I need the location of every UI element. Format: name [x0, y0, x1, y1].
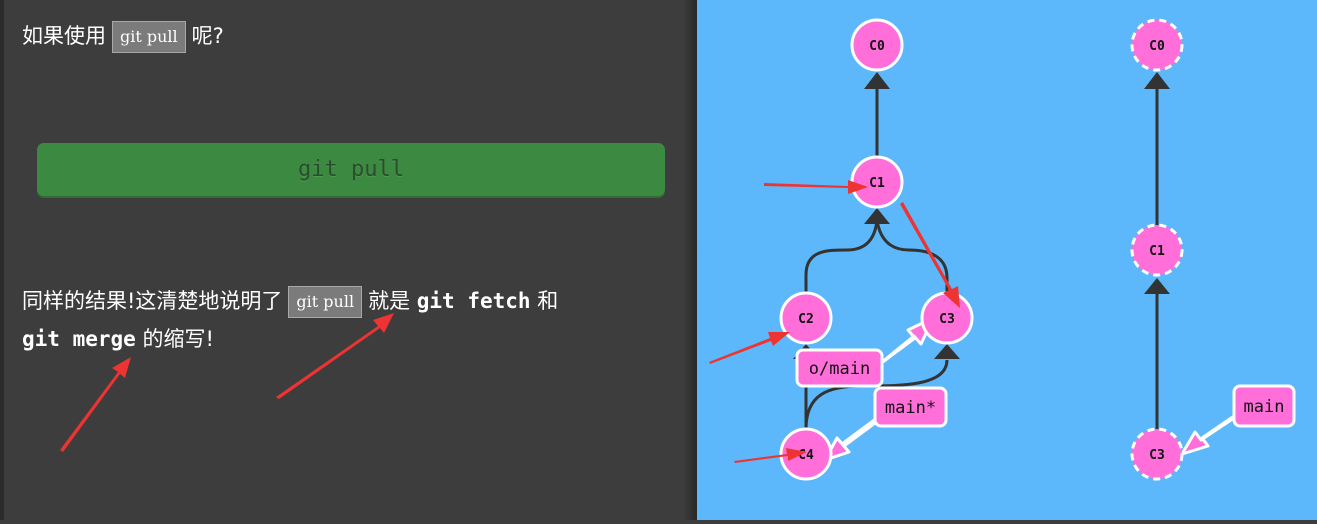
remote-edge-heads: [1144, 72, 1170, 294]
intro-text-end: 呢?: [191, 24, 224, 48]
remote-commit-c1[interactable]: C1: [1130, 223, 1184, 277]
git-visualization-panel: o/main main* main C0 C1 C2: [697, 0, 1317, 520]
conclusion-text-c: 和: [537, 289, 559, 313]
arrowhead-c0: [864, 72, 890, 89]
main-star-pointer: [823, 416, 881, 462]
commit-c4-label: C4: [798, 448, 814, 463]
conclusion-text-a: 同样的结果!这清楚地说明了: [22, 289, 283, 313]
commit-c4[interactable]: C4: [779, 427, 833, 481]
o-main-branch-tag: [795, 348, 884, 388]
remote-arrowhead-c0: [1144, 72, 1170, 89]
commit-c2[interactable]: C2: [779, 291, 833, 345]
commit-c1-label: C1: [869, 176, 885, 191]
remote-commits: C0 C1 C3: [1130, 18, 1184, 481]
commit-c2-label: C2: [798, 312, 814, 327]
git-merge-code: git merge: [22, 327, 136, 351]
remote-main-branch-tag: [1232, 384, 1296, 428]
commit-c3[interactable]: C3: [920, 291, 974, 345]
conclusion-text-b: 就是: [368, 289, 411, 313]
remote-commit-c3-label: C3: [1149, 448, 1165, 463]
remote-commit-c0[interactable]: C0: [1130, 18, 1184, 72]
remote-commit-c3[interactable]: C3: [1130, 427, 1184, 481]
edge-c3-c1: [875, 219, 949, 293]
remote-arrowhead-c1: [1144, 278, 1170, 294]
panel-divider-shadow: [683, 0, 697, 520]
git-fetch-code: git fetch: [416, 289, 531, 313]
remote-branch-pointers: main: [1180, 384, 1296, 456]
commit-c0[interactable]: C0: [850, 18, 904, 72]
edge-c2-c1: [804, 219, 879, 293]
remote-commit-c0-label: C0: [1149, 39, 1165, 54]
arrowhead-c1: [864, 208, 890, 224]
commit-c0-label: C0: [869, 39, 885, 54]
main-star-branch-label: main*: [885, 398, 936, 418]
main-star-branch-tag: [873, 386, 948, 428]
panel-edge: [0, 0, 4, 520]
commit-c3-label: C3: [939, 312, 955, 327]
arrowhead-c3: [934, 344, 960, 359]
conclusion-text-d: 的缩写!: [142, 327, 214, 351]
intro-text: 如果使用: [22, 24, 106, 48]
git-pull-chip-2: git pull: [288, 286, 363, 318]
o-main-branch-label: o/main: [809, 359, 870, 379]
remote-main-branch-label: main: [1244, 397, 1285, 417]
remote-main-pointer: [1180, 412, 1239, 456]
git-pull-run-button[interactable]: git pull: [37, 143, 665, 196]
commit-c1[interactable]: C1: [850, 155, 904, 209]
commit-graph: o/main main* main C0 C1 C2: [779, 18, 1296, 481]
git-pull-chip: git pull: [112, 21, 186, 53]
remote-commit-c1-label: C1: [1149, 244, 1165, 259]
